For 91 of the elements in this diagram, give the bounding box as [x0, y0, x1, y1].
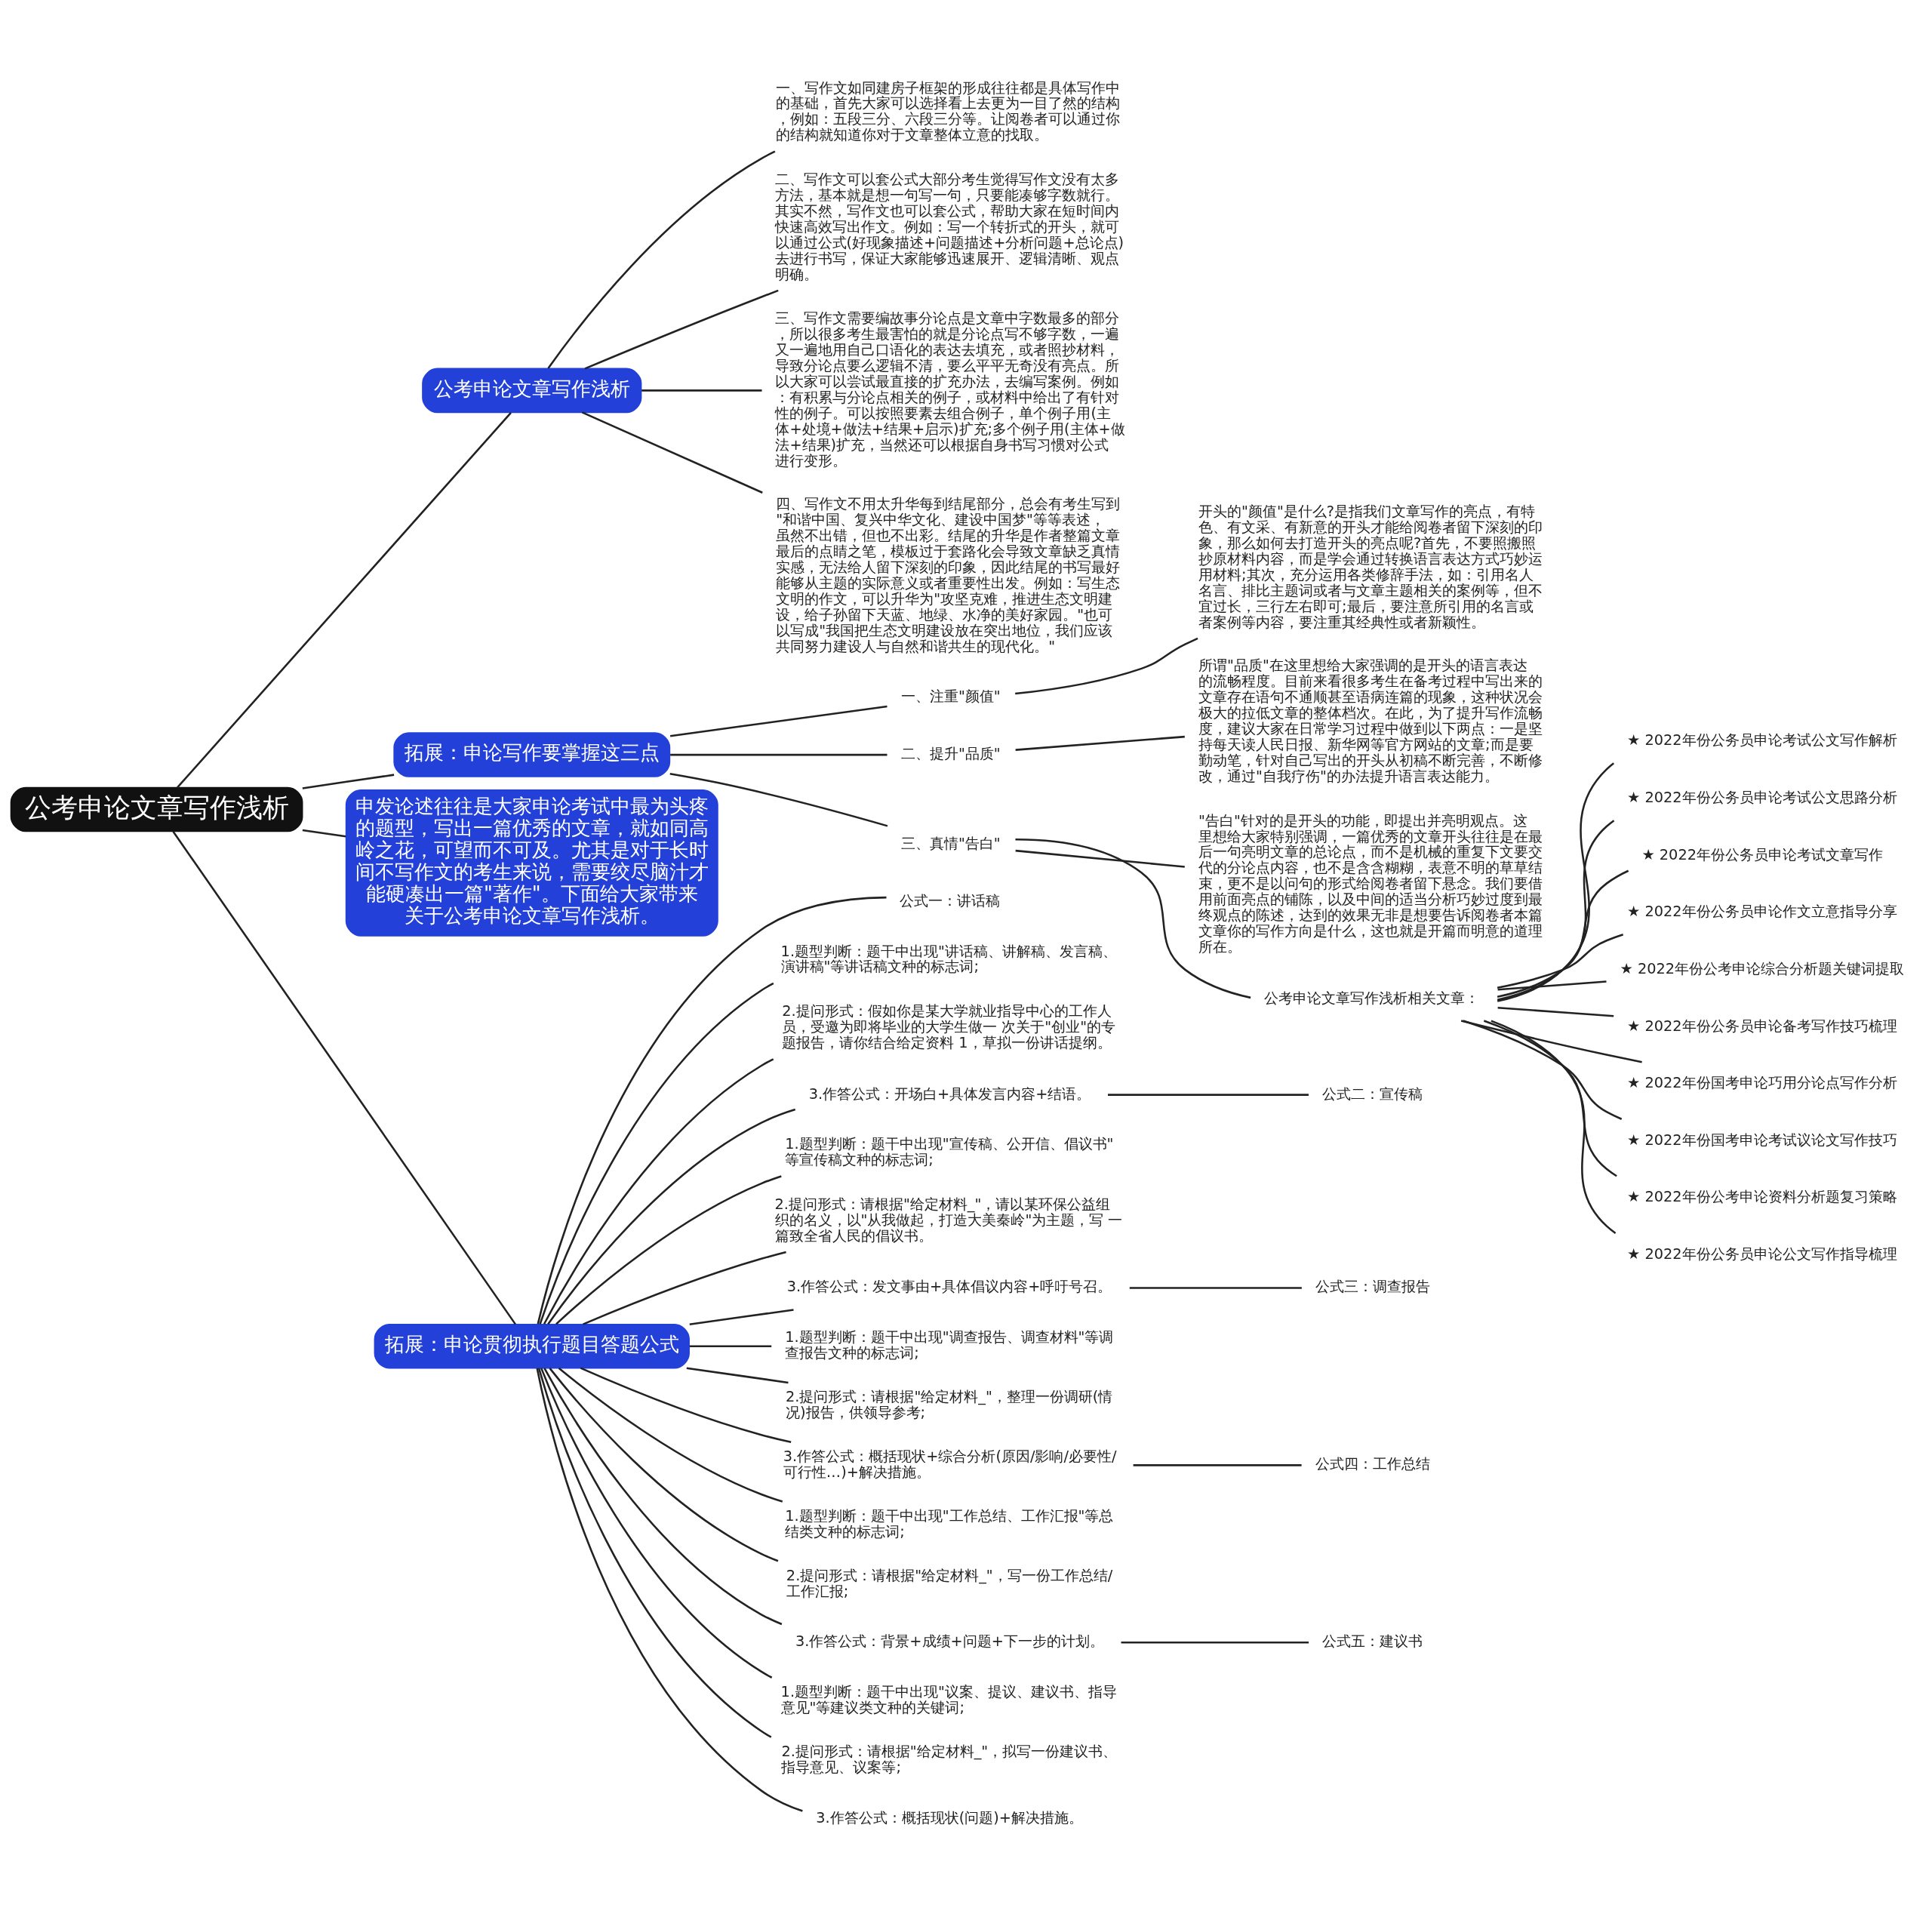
node-text: 2.提问形式：假如你是某大学就业指导中心的工作人员，受邀为即将毕业的大学生做一 次关于"创业"的专题报告，请你结合给定资料 1，草拟一份讲话提纲。 — [782, 1002, 1116, 1052]
node-text: 3.作答公式：发文事由+具体倡议内容+呼吁号召。 — [786, 1278, 1112, 1296]
connector — [1129, 1287, 1302, 1289]
node-box: 拓展：申论写作要掌握这三点 — [393, 732, 671, 777]
node-text: 公式一：讲话稿 — [900, 891, 1001, 909]
node-text: 公式三：调查报告 — [1315, 1278, 1430, 1296]
connector — [583, 1251, 786, 1325]
connector — [547, 1108, 796, 1325]
connector — [1108, 1094, 1309, 1096]
node-text: 1.题型判断：题干中出现"工作总结、工作汇报"等总结类文种的标志词; — [785, 1506, 1114, 1540]
connector — [1460, 1020, 1642, 1063]
connector — [172, 830, 517, 1325]
connector — [669, 705, 888, 737]
node-text: ★ 2022年份公务员申论公文写作指导梳理 — [1627, 1245, 1897, 1263]
connector — [539, 982, 774, 1325]
connector — [1483, 1020, 1617, 1177]
node-text: 3.作答公式：开场白+具体发言内容+结语。 — [808, 1085, 1091, 1103]
connector — [1015, 637, 1198, 695]
connector — [1015, 838, 1251, 999]
node-text: 公式四：工作总结 — [1315, 1455, 1430, 1473]
connector — [536, 1368, 803, 1812]
node-text: 3.作答公式：概括现状(问题)+解决措施。 — [816, 1808, 1083, 1826]
connector — [686, 1367, 789, 1384]
node-text: ★ 2022年份公务员申论考试公文思路分析 — [1627, 789, 1897, 807]
node-text: ★ 2022年份国考申论巧用分论点写作分析 — [1627, 1074, 1897, 1092]
node-text: 三、真情"告白" — [900, 835, 1001, 853]
connector — [1121, 1642, 1309, 1644]
connector — [1463, 1020, 1623, 1120]
connector — [584, 289, 779, 370]
connector — [1497, 820, 1615, 1001]
node-text: 2.提问形式：请根据"给定材料_"，请以某环保公益组织的名义，以"从我做起，打造大美秦岭"为主题，写 一篇致全省人民的倡议书。 — [774, 1195, 1123, 1245]
node-text: 一、注重"颜值" — [900, 688, 1001, 706]
connector — [547, 150, 776, 369]
connector — [689, 1345, 772, 1347]
node-box: 拓展：申论贯彻执行题目答题公式 — [374, 1323, 690, 1369]
node-box: 申发论述往往是大家申论考试中最为头疼的题型，写出一篇优秀的文章，就如同高岭之花，可望而不可及。尤其是对于长时间不写作文的考生来说，需要绞尽脑汁才能硬凑出一篇"著作"。下面给大家带来关于公考申论文章写作浅析。 — [345, 789, 718, 937]
node-text: 四、写作文不用太升华每到结尾部分，总会有考生写到"和谐中国、复兴中华文化、建设中国梦"等等表述，虽然不出错，但也不出彩。结尾的升华是作者整篇文章最后的点睛之笔，模板过于套路化会导致文章缺乏真情实感，无法给人留下深刻的印象，因此结尾的书写最好能够从主题的实际意义或者重要性出发。例如：写生态文明的作文，可以升华为"攻坚克难，推进生态文明建设，给子孙留下天蓝、地绿、水净的美好家园。"也可以写成"我国把生态文明建设放在突出地位，我们应该共同努力建设人与自然和谐共生的现代化。" — [776, 495, 1121, 655]
connector — [669, 773, 888, 827]
connector — [549, 1368, 779, 1562]
connector — [537, 1368, 772, 1738]
connector — [1491, 1020, 1617, 1235]
node-text: 2.提问形式：请根据"给定材料_"，写一份工作总结/工作汇报; — [786, 1566, 1113, 1600]
node-text: 3.作答公式：概括现状+综合分析(原因/影响/必要性/可行性…)+解决措施。 — [783, 1447, 1117, 1481]
node-text: ★ 2022年份公考申论综合分析题关键词提取 — [1620, 959, 1905, 977]
node-text: ★ 2022年份公务员申论考试公文写作解析 — [1627, 731, 1897, 749]
connector — [1497, 980, 1607, 991]
node-text: 公式二：宣传稿 — [1322, 1085, 1423, 1103]
node-box: 公考申论文章写作浅析 — [422, 368, 642, 414]
connector — [689, 1309, 794, 1325]
node-text: ★ 2022年份公务员申论备考写作技巧梳理 — [1627, 1017, 1897, 1035]
node-text: 所谓"品质"在这里想给大家强调的是开头的语言表达的流畅程度。目前来看很多考生在备考过程中写出来的文章存在语句不通顺甚至语病连篇的现象，这种状况会极大的拉低文章的整体档次。在此，为了提升写作流畅度，建议大家在日常学习过程中做到以下两点：一是坚持每天读人民日报、新华网等官方网站的文章;而是要勤动笔，针对自己写出的开头从初稿不断完善，不断修改，通过"自我疗伤"的办法提升语言表达能力。 — [1198, 657, 1543, 785]
connector — [555, 1175, 782, 1325]
node-text: 公式五：建议书 — [1322, 1632, 1423, 1651]
node-text: 二、提升"品质" — [900, 745, 1001, 763]
connector — [1133, 1464, 1302, 1466]
node-text: ★ 2022年份公考申论资料分析题复习策略 — [1627, 1188, 1897, 1206]
connector — [1497, 934, 1624, 989]
connector — [1497, 1006, 1614, 1017]
node-text: 3.作答公式：背景+成绩+问题+下一步的计划。 — [795, 1632, 1104, 1651]
connector — [580, 1367, 792, 1443]
node-text: ★ 2022年份公务员申论作文立意指导分享 — [1627, 903, 1897, 921]
connector — [1015, 735, 1185, 751]
connector — [177, 412, 512, 789]
node-text: ★ 2022年份国考申论考试议论文写作技巧 — [1627, 1131, 1897, 1149]
connector — [1497, 762, 1615, 1002]
node-text: ★ 2022年份公务员申论考试文章写作 — [1641, 845, 1883, 863]
connector — [670, 753, 888, 756]
node-text: 三、写作文需要编故事分论点是文章中字数最多的部分，所以很多考生最害怕的就是分论点写不够字数，一遍又一遍地用自己口语化的表达去填充，或者照抄材料，导致分论点要么逻辑不清，要么平平无奇没有亮点。所以大家可以尝试最直接的扩充办法，去编写案例。例如：有积累与分论点相关的例子，或材料中给出了有针对性的例子。可以按照要素去组合例子，单个例子用(主体+处境+做法+结果+启示)扩充;多个例子用(主体+做法+结果)扩充，当然还可以根据自身书写习惯对公式进行变形。 — [775, 309, 1125, 469]
connector — [540, 1368, 773, 1679]
node-box: 公考申论文章写作浅析 — [10, 786, 303, 832]
node-text: 2.提问形式：请根据"给定材料_"，整理一份调研(情况)报告，供领导参考; — [786, 1388, 1113, 1421]
connector — [1497, 869, 1629, 999]
node-text: 一、写作文如同建房子框架的形成往往都是具体写作中的基础，首先大家可以选择看上去更为一目了然的结构，例如：五段三分、六段三分等。让阅卷者可以通过你的结构就知道你对于文章整体立意的找取。 — [776, 78, 1121, 144]
connector — [1015, 849, 1185, 868]
connector — [543, 1368, 783, 1626]
connector — [641, 389, 762, 392]
node-text: "告白"针对的是开头的功能，即提出并亮明观点。这里想给大家特别强调，一篇优秀的文章开头往往是在最后一句亮明文章的总论点，而不是机械的重复下文要交代的分论点内容，也不是含含糊糊，表意不明的草草结束，更不是以问句的形式给阅卷者留下悬念。我们要借用前面亮点的铺陈，以及中间的适当分析巧妙过度到最终观点的陈述，达到的效果无非是想要告诉阅卷者本篇文章你的写作方向是什么，这也就是开篇而明意的道理所在。 — [1198, 811, 1543, 955]
node-text: 1.题型判断：题干中出现"宣传稿、公开信、倡议书"等宣传稿文种的标志词; — [785, 1135, 1114, 1169]
connector — [302, 774, 395, 789]
connector — [302, 829, 346, 838]
connector — [537, 896, 887, 1325]
connector — [558, 1367, 783, 1503]
connector — [543, 1058, 774, 1325]
node-text: 1.题型判断：题干中出现"讲话稿、讲解稿、发言稿、演讲稿"等讲话稿文种的标志词; — [780, 942, 1117, 976]
connector — [581, 411, 763, 494]
node-text: 1.题型判断：题干中出现"议案、提议、建议书、指导意见"等建议类文种的关键词; — [780, 1683, 1117, 1716]
node-text: 开头的"颜值"是什么?是指我们文章写作的亮点，有特色、有文采、有新意的开头才能给阅卷者留下深刻的印象，那么如何去打造开头的亮点呢?首先，不要照搬照抄原材料内容，而是学会通过转换语言表达方式巧妙运用材料;其次，充分运用各类修辞手法，如：引用名人名言、排比主题词或者与文章主题相关的案例等，但不宜过长，三行左右即可;最后，要注意所引用的名言或者案例等内容，要注重其经典性或者新颖性。 — [1198, 503, 1543, 631]
node-text: 2.提问形式：请根据"给定材料_"，拟写一份建议书、指导意见、议案等; — [781, 1742, 1118, 1776]
node-text: 公考申论文章写作浅析相关文章： — [1264, 989, 1480, 1007]
node-text: 二、写作文可以套公式大部分考生觉得写作文没有太多方法，基本就是想一句写一句，只要能凑够字数就行。其实不然，写作文也可以套公式，帮助大家在短时间内快速高效写出作文。例如：写一个转折式的开头，就可以通过公式(好现象描述+问题描述+分析问题+总论点)去进行书写，保证大家能够迅速展开、逻辑清晰、观点明确。 — [774, 171, 1124, 283]
node-text: 1.题型判断：题干中出现"调查报告、调查材料"等调查报告文种的标志词; — [785, 1328, 1114, 1362]
